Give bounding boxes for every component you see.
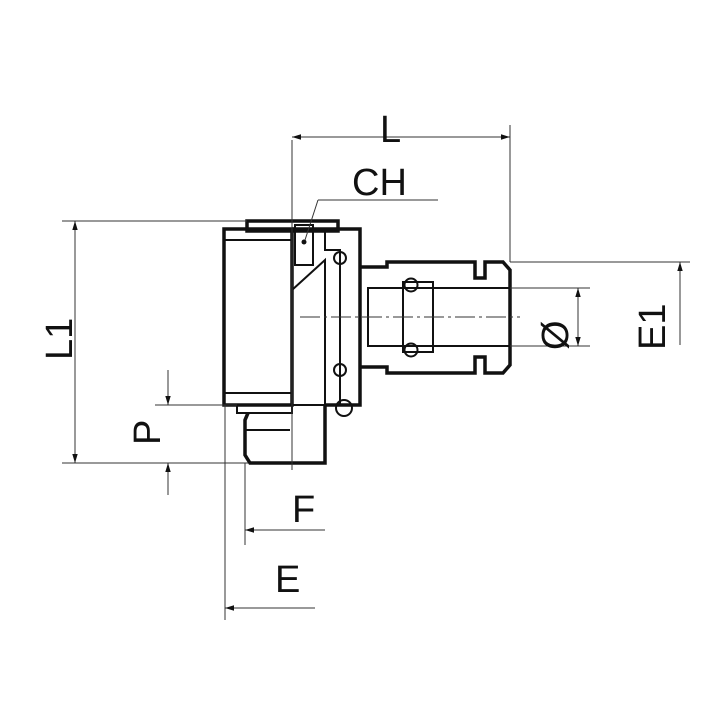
label-diameter: Ø — [535, 320, 577, 350]
label-P: P — [127, 420, 169, 445]
label-L: L — [380, 109, 401, 151]
label-F: F — [292, 489, 315, 531]
label-E1: E1 — [632, 304, 674, 350]
label-E: E — [275, 559, 300, 601]
fitting-stem — [300, 260, 520, 375]
dimension-L1: L1 — [39, 220, 248, 464]
fitting-body — [222, 219, 362, 465]
label-CH: CH — [352, 162, 407, 204]
dimension-E1: E1 — [510, 261, 690, 350]
dimension-E: E — [224, 405, 315, 620]
dimension-L: L — [292, 109, 511, 262]
dimension-CH: CH — [304, 162, 438, 241]
label-L1: L1 — [39, 318, 81, 360]
dimension-P: P — [127, 370, 237, 495]
dimension-F: F — [244, 463, 325, 545]
dimension-diameter: Ø — [510, 287, 590, 350]
